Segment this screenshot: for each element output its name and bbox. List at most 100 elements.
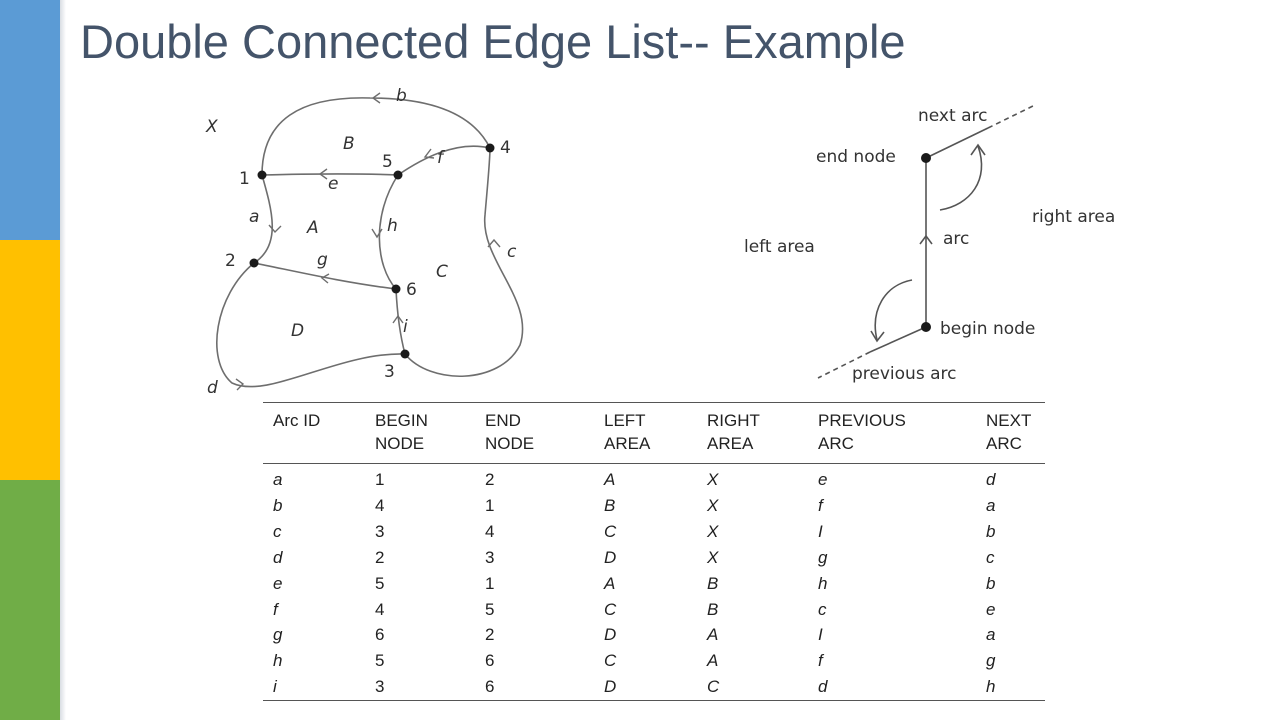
cell-left-area: A (604, 573, 616, 593)
cell-begin-node: 5 (375, 651, 385, 671)
cell-end-node: 5 (485, 599, 495, 619)
arc-b-arrow (371, 92, 381, 104)
accent-bar-blue (0, 0, 60, 240)
cell-left-area: B (604, 495, 616, 515)
cell-right-area: X (707, 495, 719, 515)
cell-next-arc: d (986, 470, 996, 489)
cell-left-area: C (604, 521, 617, 541)
cell-end-node: 6 (485, 651, 495, 671)
cell-left-area: C (604, 651, 617, 671)
graph-labels: X 1 2 3 4 5 6 a b c d e f g h i A B C D (205, 86, 517, 398)
header-arc-id: Arc ID (263, 402, 365, 464)
next-arc-dashed (987, 104, 1036, 129)
node-label-4: 4 (500, 138, 511, 158)
arc-c-edge (404, 147, 524, 378)
cell-previous-arc: I (818, 521, 823, 541)
cell-end-node: 4 (485, 521, 495, 541)
cell-begin-node: 3 (365, 674, 475, 702)
legend-left-area: left area (744, 237, 815, 257)
node-4 (485, 143, 495, 153)
arc-c-arrow (487, 238, 501, 248)
arc-e-edge (261, 173, 399, 176)
cell-arc-id: d (273, 547, 283, 567)
cell-left-area: A (604, 470, 616, 489)
cell-end-node: 2 (485, 625, 495, 645)
cell-next-arc: b (986, 521, 996, 541)
legend-previous-arc: previous arc (852, 364, 956, 384)
graph-edges (216, 97, 524, 388)
arc-label-f: f (437, 148, 446, 168)
next-rotation-arrowhead (970, 143, 986, 156)
cell-next-arc: b (986, 573, 996, 593)
node-label-3: 3 (384, 362, 395, 382)
arc-anatomy-diagram (817, 104, 1036, 379)
arc-a-edge (253, 174, 273, 264)
cell-end-node: 1 (485, 573, 495, 593)
arc-f-edge (397, 145, 491, 176)
area-label-c: C (436, 262, 448, 282)
arc-label-e: e (328, 174, 338, 194)
arc-i-edge (395, 288, 406, 355)
cell-arc-id: e (273, 573, 283, 593)
previous-arc-line (869, 326, 927, 353)
cell-previous-arc: h (818, 573, 828, 593)
cell-right-area: X (707, 470, 719, 489)
arc-label-g: g (317, 250, 328, 270)
arc-label-c: c (507, 242, 517, 262)
cell-begin-node: 3 (375, 521, 385, 541)
cell-next-arc: c (986, 547, 995, 567)
cell-begin-node: 5 (375, 573, 385, 593)
cell-end-node: 1 (485, 495, 495, 515)
node-label-6: 6 (406, 280, 417, 300)
slide-title: Double Connected Edge List-- Example (80, 15, 906, 68)
arc-label-d: d (207, 378, 218, 398)
area-label-x: X (205, 117, 218, 137)
node-6 (391, 284, 401, 294)
arc-label-i: i (403, 317, 408, 337)
cell-begin-node: 1 (375, 470, 385, 489)
cell-arc-id: a (273, 470, 283, 489)
arc-g-arrow (320, 273, 330, 284)
cell-right-area: A (707, 651, 719, 671)
node-label-5: 5 (382, 152, 393, 172)
cell-begin-node: 4 (375, 495, 385, 515)
arc-h-arrow (371, 228, 383, 239)
cell-previous-arc: f (818, 651, 823, 671)
cell-next-arc: e (986, 599, 996, 619)
cell-arc-id: h (273, 651, 283, 671)
area-label-b: B (343, 134, 355, 154)
arc-g-edge (253, 262, 397, 290)
legend-end-node: end node (816, 147, 896, 167)
arc-anatomy-nodes (921, 153, 931, 332)
cell-arc-id: c (273, 521, 282, 541)
cell-arc-id: f (273, 599, 278, 619)
cell-left-area: C (604, 599, 617, 619)
cell-right-area: X (707, 521, 719, 541)
node-3 (400, 349, 410, 359)
cell-previous-arc: c (818, 599, 827, 619)
cell-left-area: D (594, 674, 697, 702)
cell-arc-id: g (273, 625, 283, 645)
cell-begin-node: 6 (375, 625, 385, 645)
cell-right-area: B (707, 599, 719, 619)
arc-f-arrow (423, 148, 435, 159)
arc-d-arrow (235, 378, 245, 391)
legend-next-arc: next arc (918, 106, 987, 126)
cell-previous-arc: I (818, 625, 823, 645)
accent-bar-yellow (0, 240, 60, 480)
next-rotation-arrow (939, 145, 983, 211)
arc-label-b: b (396, 86, 407, 106)
cell-previous-arc: f (818, 495, 823, 515)
accent-bar-green (0, 480, 60, 720)
arc-d-edge (216, 262, 406, 388)
